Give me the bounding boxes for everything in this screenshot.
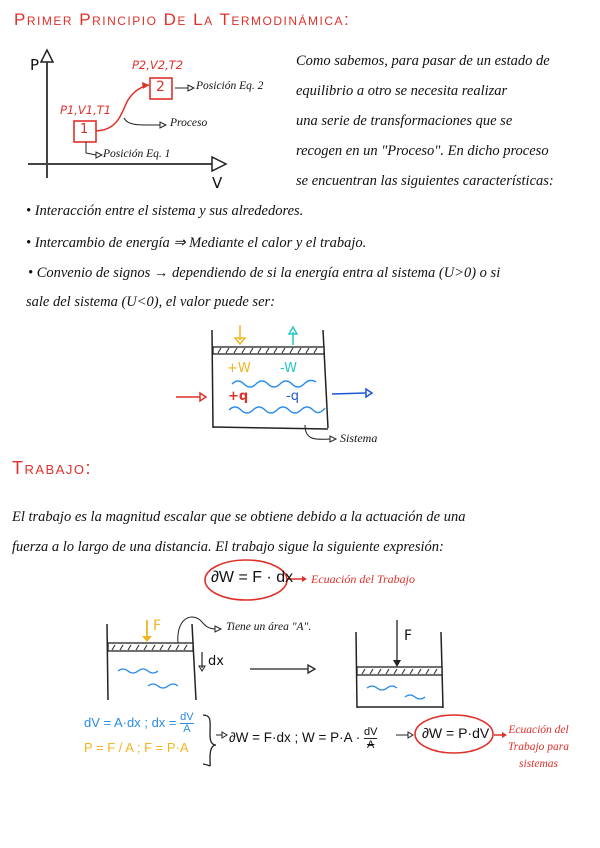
result-label-line: Trabajo para (508, 741, 570, 753)
volume-relation: dV = A·dx ; dx = dV A (84, 712, 194, 735)
paragraph-line: El trabajo es la magnitud escalar que se… (12, 509, 466, 525)
intro-paragraph: Como sabemos, para pasar de un estado de… (296, 46, 596, 196)
intro-line: recogen en un "Proceso". En dicho proces… (296, 143, 549, 159)
work-paragraph: El trabajo es la magnitud escalar que se… (12, 502, 600, 562)
state2-note: Posición Eq. 2 (196, 80, 264, 92)
bullet-item: • Intercambio de energía ⇒ Mediante el c… (26, 235, 367, 251)
state2-box-label: 2 (156, 79, 165, 95)
intro-line: equilibrio a otro se necesita realizar (296, 83, 508, 99)
state1-label: P1,V1,T1 (60, 103, 112, 117)
work-equation-label: Ecuación del Trabajo (311, 572, 415, 586)
system-label: Sistema (340, 431, 378, 445)
section-title-first-law: Primer Principio De La Termodinámica: (14, 10, 351, 29)
result-label-line: sistemas (519, 758, 559, 770)
volume-relation-text: dV = A·dx ; dx = (84, 714, 177, 730)
fraction: dV A (363, 726, 378, 751)
derivation-middle-text: ∂W = F·dx ; W = P·A · (229, 730, 361, 746)
dx-label: dx (208, 654, 224, 669)
plus-w-label: +W (227, 361, 251, 376)
minus-w-label: -W (280, 361, 298, 376)
section-title-work: Trabajo: (12, 458, 93, 478)
intro-line: una serie de transformaciones que se (296, 113, 513, 129)
work-equation: ∂W = F · dx (211, 569, 294, 586)
force-label-left: F (153, 618, 162, 634)
pressure-relation: P = F / A ; F = P·A (84, 740, 189, 755)
paragraph-line: fuerza a lo largo de una distancia. El t… (12, 539, 444, 555)
result-equation-label: Ecuación del Trabajo para sistemas (508, 722, 569, 773)
intro-line: Como sabemos, para pasar de un estado de (296, 53, 550, 69)
bullet-text: Intercambio de energía ⇒ Mediante el cal… (34, 235, 367, 251)
plus-q-label: +q (228, 389, 249, 404)
fraction-numerator: dV (180, 711, 194, 724)
process-note: Proceso (170, 117, 208, 129)
result-label-line: Ecuación del (508, 724, 569, 736)
intro-line: se encuentran las siguientes característ… (296, 173, 554, 189)
fraction-denominator: A (183, 723, 191, 735)
bullet-text: Interacción entre el sistema y sus alred… (34, 203, 304, 219)
x-axis-label: V (212, 174, 223, 192)
area-note: Tiene un área "A". (226, 621, 312, 633)
y-axis-label: P (30, 56, 40, 74)
bullet-continuation: sale del sistema (U<0), el valor puede s… (26, 294, 275, 310)
bullet-text: Convenio de signos → dependiendo de si l… (36, 265, 501, 281)
minus-q-label: -q (286, 389, 299, 404)
bullet-item: • Convenio de signos → dependiendo de si… (28, 265, 501, 281)
fraction: dV A (180, 711, 194, 735)
state1-note: Posición Eq. 1 (103, 148, 171, 160)
fraction-numerator: dV (363, 726, 378, 739)
force-label-right: F (404, 628, 413, 644)
bullet-item: • Interacción entre el sistema y sus alr… (26, 203, 304, 219)
result-equation: ∂W = P·dV (422, 725, 490, 741)
state1-box-label: 1 (80, 122, 89, 137)
derivation-middle: ∂W = F·dx ; W = P·A · dV A (229, 726, 378, 751)
fraction-denominator: A (367, 739, 375, 751)
state2-label: P2,V2,T2 (132, 58, 184, 72)
